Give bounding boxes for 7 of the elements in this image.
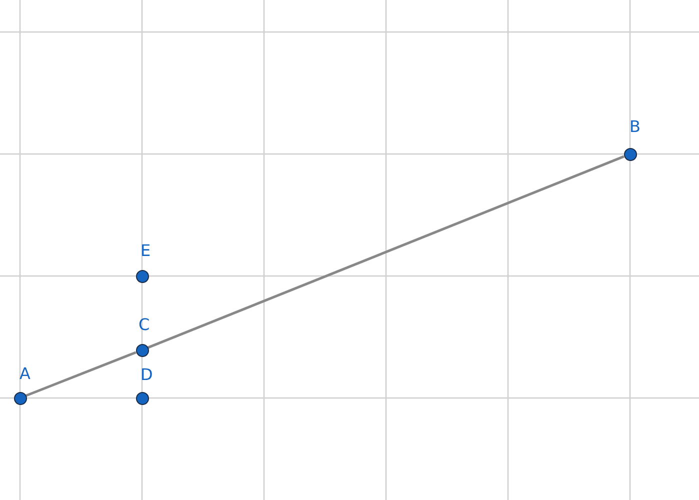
line-segment [148,155,624,349]
line-segment [26,351,136,397]
point-label: C [138,316,150,332]
point-label: E [140,242,151,258]
point-label: A [20,366,30,382]
point-label: B [630,118,640,134]
point-label: D [140,366,153,382]
